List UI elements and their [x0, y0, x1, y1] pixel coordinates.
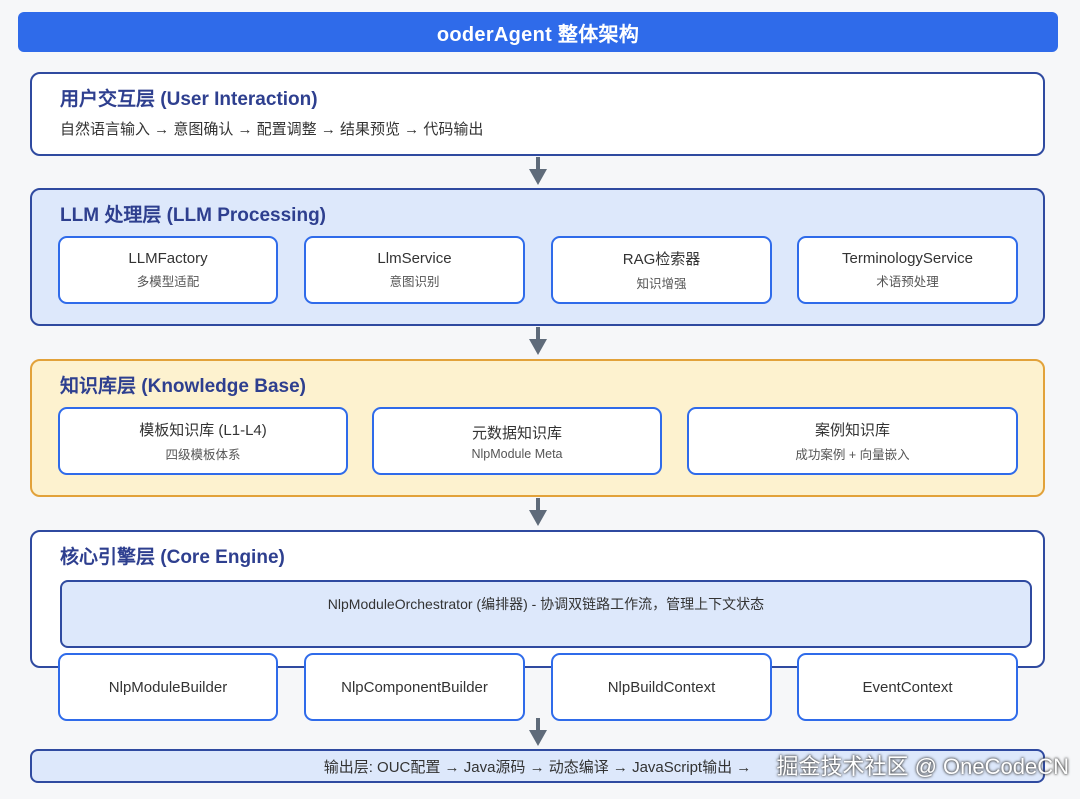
card-desc: 术语预处理: [876, 275, 939, 289]
core-card-event-context: EventContext: [797, 653, 1018, 721]
card-name: NlpBuildContext: [607, 678, 716, 696]
llm-layer-title: LLM 处理层 (LLM Processing): [60, 205, 327, 226]
orchestrator-text: NlpModuleOrchestrator (编排器) - 协调双链路工作流，管…: [327, 596, 765, 612]
card-desc: 成功案例 + 向量嵌入: [795, 448, 910, 462]
card-desc: 四级模板体系: [165, 448, 241, 462]
knowledge-layer-title: 知识库层 (Knowledge Base): [60, 376, 306, 397]
output-layer: 输出层: OUC配置 → Java源码 → 动态编译 → JavaScript输…: [30, 749, 1045, 783]
card-name: NlpModuleBuilder: [108, 678, 228, 696]
card-name: NlpComponentBuilder: [341, 678, 488, 696]
llm-card-llmservice: LlmService 意图识别: [304, 236, 525, 304]
core-card-module-builder: NlpModuleBuilder: [58, 653, 278, 721]
kb-card-metadata: 元数据知识库 NlpModule Meta: [372, 407, 662, 475]
orchestrator-box: NlpModuleOrchestrator (编排器) - 协调双链路工作流，管…: [60, 580, 1032, 648]
llm-card-rag-retriever: RAG检索器 知识增强: [551, 236, 772, 304]
kb-card-cases: 案例知识库 成功案例 + 向量嵌入: [687, 407, 1018, 475]
card-desc: 意图识别: [389, 275, 440, 289]
card-name: 模板知识库 (L1-L4): [139, 422, 267, 439]
arrow-down-icon: [529, 327, 547, 355]
arrow-down-icon: [529, 157, 547, 185]
card-name: RAG检索器: [622, 251, 701, 268]
arrow-down-icon: [529, 498, 547, 526]
user-layer-title: 用户交互层 (User Interaction): [60, 89, 318, 110]
user-layer-flow: 自然语言输入 → 意图确认 → 配置调整 → 结果预览 → 代码输出: [60, 121, 484, 138]
llm-card-llmfactory: LLMFactory 多模型适配: [58, 236, 278, 304]
card-desc: 多模型适配: [136, 275, 200, 289]
card-name: LlmService: [377, 250, 452, 267]
card-name: TerminologyService: [842, 250, 973, 267]
card-name: 元数据知识库: [471, 424, 562, 442]
knowledge-base-layer: 知识库层 (Knowledge Base) 模板知识库 (L1-L4) 四级模板…: [30, 359, 1045, 497]
output-layer-text: 输出层: OUC配置 → Java源码 → 动态编译 → JavaScript输…: [323, 758, 752, 776]
diagram-title: ooderAgent 整体架构: [18, 12, 1058, 52]
arrow-down-icon: [529, 718, 547, 746]
card-name: LLMFactory: [128, 250, 208, 267]
card-desc: NlpModule Meta: [471, 446, 563, 461]
card-desc: 知识增强: [636, 277, 687, 291]
core-engine-layer: 核心引擎层 (Core Engine) NlpModuleOrchestrato…: [30, 530, 1045, 668]
card-name: 案例知识库: [814, 422, 890, 439]
core-card-component-builder: NlpComponentBuilder: [304, 653, 525, 721]
user-interaction-layer: 用户交互层 (User Interaction) 自然语言输入 → 意图确认 →…: [30, 72, 1045, 156]
llm-card-terminology-service: TerminologyService 术语预处理: [797, 236, 1018, 304]
kb-card-template: 模板知识库 (L1-L4) 四级模板体系: [58, 407, 348, 475]
card-name: EventContext: [862, 678, 953, 696]
llm-processing-layer: LLM 处理层 (LLM Processing) LLMFactory 多模型适…: [30, 188, 1045, 326]
core-card-build-context: NlpBuildContext: [551, 653, 772, 721]
core-layer-title: 核心引擎层 (Core Engine): [60, 547, 285, 568]
